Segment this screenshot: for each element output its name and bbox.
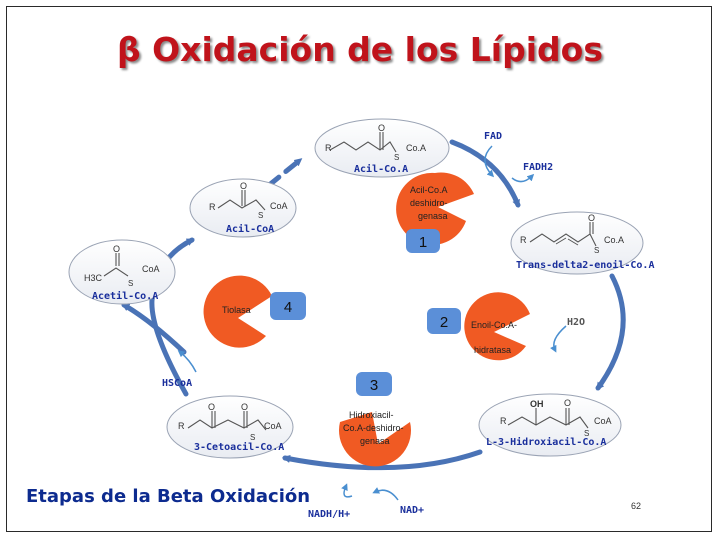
enzyme-4-line-1: Tiolasa <box>222 305 251 315</box>
arrow-cycle-restart <box>265 157 303 189</box>
acil-top-o: O <box>378 123 385 133</box>
acetil-coa: CoA <box>142 264 160 274</box>
compound-acetil-coa: H3C O S CoA Acetil-Co.A <box>68 239 176 305</box>
trans-name: Trans-delta2-enoil-Co.A <box>516 259 654 271</box>
h2o-arrow <box>550 325 567 353</box>
acetil-name: Acetil-Co.A <box>92 290 158 302</box>
compound-acil-coa-top: R O S Co.A Acil-Co.A <box>314 118 450 178</box>
acil-left-name: Acil-CoA <box>226 223 274 235</box>
slide-caption: Etapas de la Beta Oxidación <box>26 486 311 507</box>
enzyme-3-line-1: Hidroxiacil- <box>349 410 394 420</box>
arrow-right-down <box>595 273 626 391</box>
trans-o: O <box>588 213 595 223</box>
cofactor-labels: FAD FADH2 H2O NAD+ NADH/H+ HSCoA <box>162 131 585 520</box>
step-2-badge: 2 <box>440 314 448 331</box>
enzyme-1-line-3: genasa <box>418 211 448 221</box>
step-3-badge: 3 <box>370 377 378 394</box>
acil-left-r: R <box>209 202 216 212</box>
arrow-bottom <box>282 449 483 471</box>
cofactor-arrows <box>177 145 567 501</box>
fad-arrow <box>484 145 495 178</box>
hidroxi-r: R <box>500 416 507 426</box>
compound-acil-coa-left: R O S CoA Acil-CoA <box>189 178 297 238</box>
arrow-acetil-branch <box>121 302 187 355</box>
arrow-left-up <box>149 237 195 397</box>
fadh2-label: FADH2 <box>523 162 553 173</box>
acil-left-o: O <box>240 181 247 191</box>
compound-trans-delta2: R O S Co.A Trans-delta2-enoil-Co.A <box>510 211 654 275</box>
enzyme-4: Tiolasa 4 <box>203 275 306 348</box>
acil-top-r: R <box>325 143 332 153</box>
enzyme-3-line-3: genasa <box>360 436 390 446</box>
hscoa-arrow <box>177 350 197 373</box>
enzyme-3: 3 Hidroxiacil- Co.A-deshidro- genasa <box>339 372 411 467</box>
acil-top-coa: Co.A <box>406 143 426 153</box>
slide-frame <box>6 6 712 532</box>
compound-hidroxiacil: R OH O S CoA L-3-Hidroxiacil-Co.A <box>478 393 622 457</box>
trans-r: R <box>520 235 527 245</box>
acil-top-name: Acil-Co.A <box>354 163 408 175</box>
enzyme-2-line-1: Enoil-Co.A- <box>471 320 517 330</box>
fad-label: FAD <box>484 131 502 142</box>
acetil-o: O <box>113 244 120 254</box>
ceto-coa: CoA <box>264 421 282 431</box>
hidroxi-s: S <box>584 429 589 438</box>
ceto-r: R <box>178 421 185 431</box>
slide-title: β Oxidación de los Lípidos <box>117 30 603 69</box>
nad-arrow <box>372 487 399 501</box>
hidroxi-oh: OH <box>530 399 544 409</box>
arrow-top-to-right <box>449 139 521 208</box>
trans-s: S <box>594 246 599 255</box>
enzyme-2: Enoil-Co.A- hidratasa 2 <box>427 292 530 361</box>
enzyme-1-line-2: deshidro- <box>410 198 448 208</box>
ceto-o2: O <box>241 402 248 412</box>
nad-label: NAD+ <box>400 505 424 516</box>
page-number: 62 <box>631 501 642 511</box>
hidroxi-o: O <box>564 398 571 408</box>
compound-cetoacil: R O O S CoA 3-Cetoacil-Co.A <box>166 395 294 459</box>
step-1-badge: 1 <box>419 234 427 251</box>
nadh-arrow <box>341 483 353 498</box>
ceto-o1: O <box>208 402 215 412</box>
acetil-h3c: H3C <box>84 273 103 283</box>
acil-left-s: S <box>258 211 263 220</box>
cycle-arrows <box>121 139 626 471</box>
enzyme-1: Acil-Co.A deshidro- genasa 1 <box>396 172 474 253</box>
h2o-label: H2O <box>567 317 585 328</box>
hidroxi-name: L-3-Hidroxiacil-Co.A <box>486 436 606 448</box>
acil-left-coa: CoA <box>270 201 288 211</box>
fadh2-arrow <box>511 173 535 183</box>
trans-coa: Co.A <box>604 235 624 245</box>
hscoa-label: HSCoA <box>162 378 192 389</box>
hidroxi-coa: CoA <box>594 416 612 426</box>
enzyme-3-line-2: Co.A-deshidro- <box>343 423 404 433</box>
step-4-badge: 4 <box>284 299 292 316</box>
acetil-s: S <box>128 279 133 288</box>
ceto-name: 3-Cetoacil-Co.A <box>194 441 284 453</box>
acil-top-s: S <box>394 153 399 162</box>
nadh-label: NADH/H+ <box>308 509 350 520</box>
enzyme-2-line-2: hidratasa <box>474 345 511 355</box>
ceto-s: S <box>250 433 255 442</box>
enzyme-1-line-1: Acil-Co.A <box>410 185 448 195</box>
